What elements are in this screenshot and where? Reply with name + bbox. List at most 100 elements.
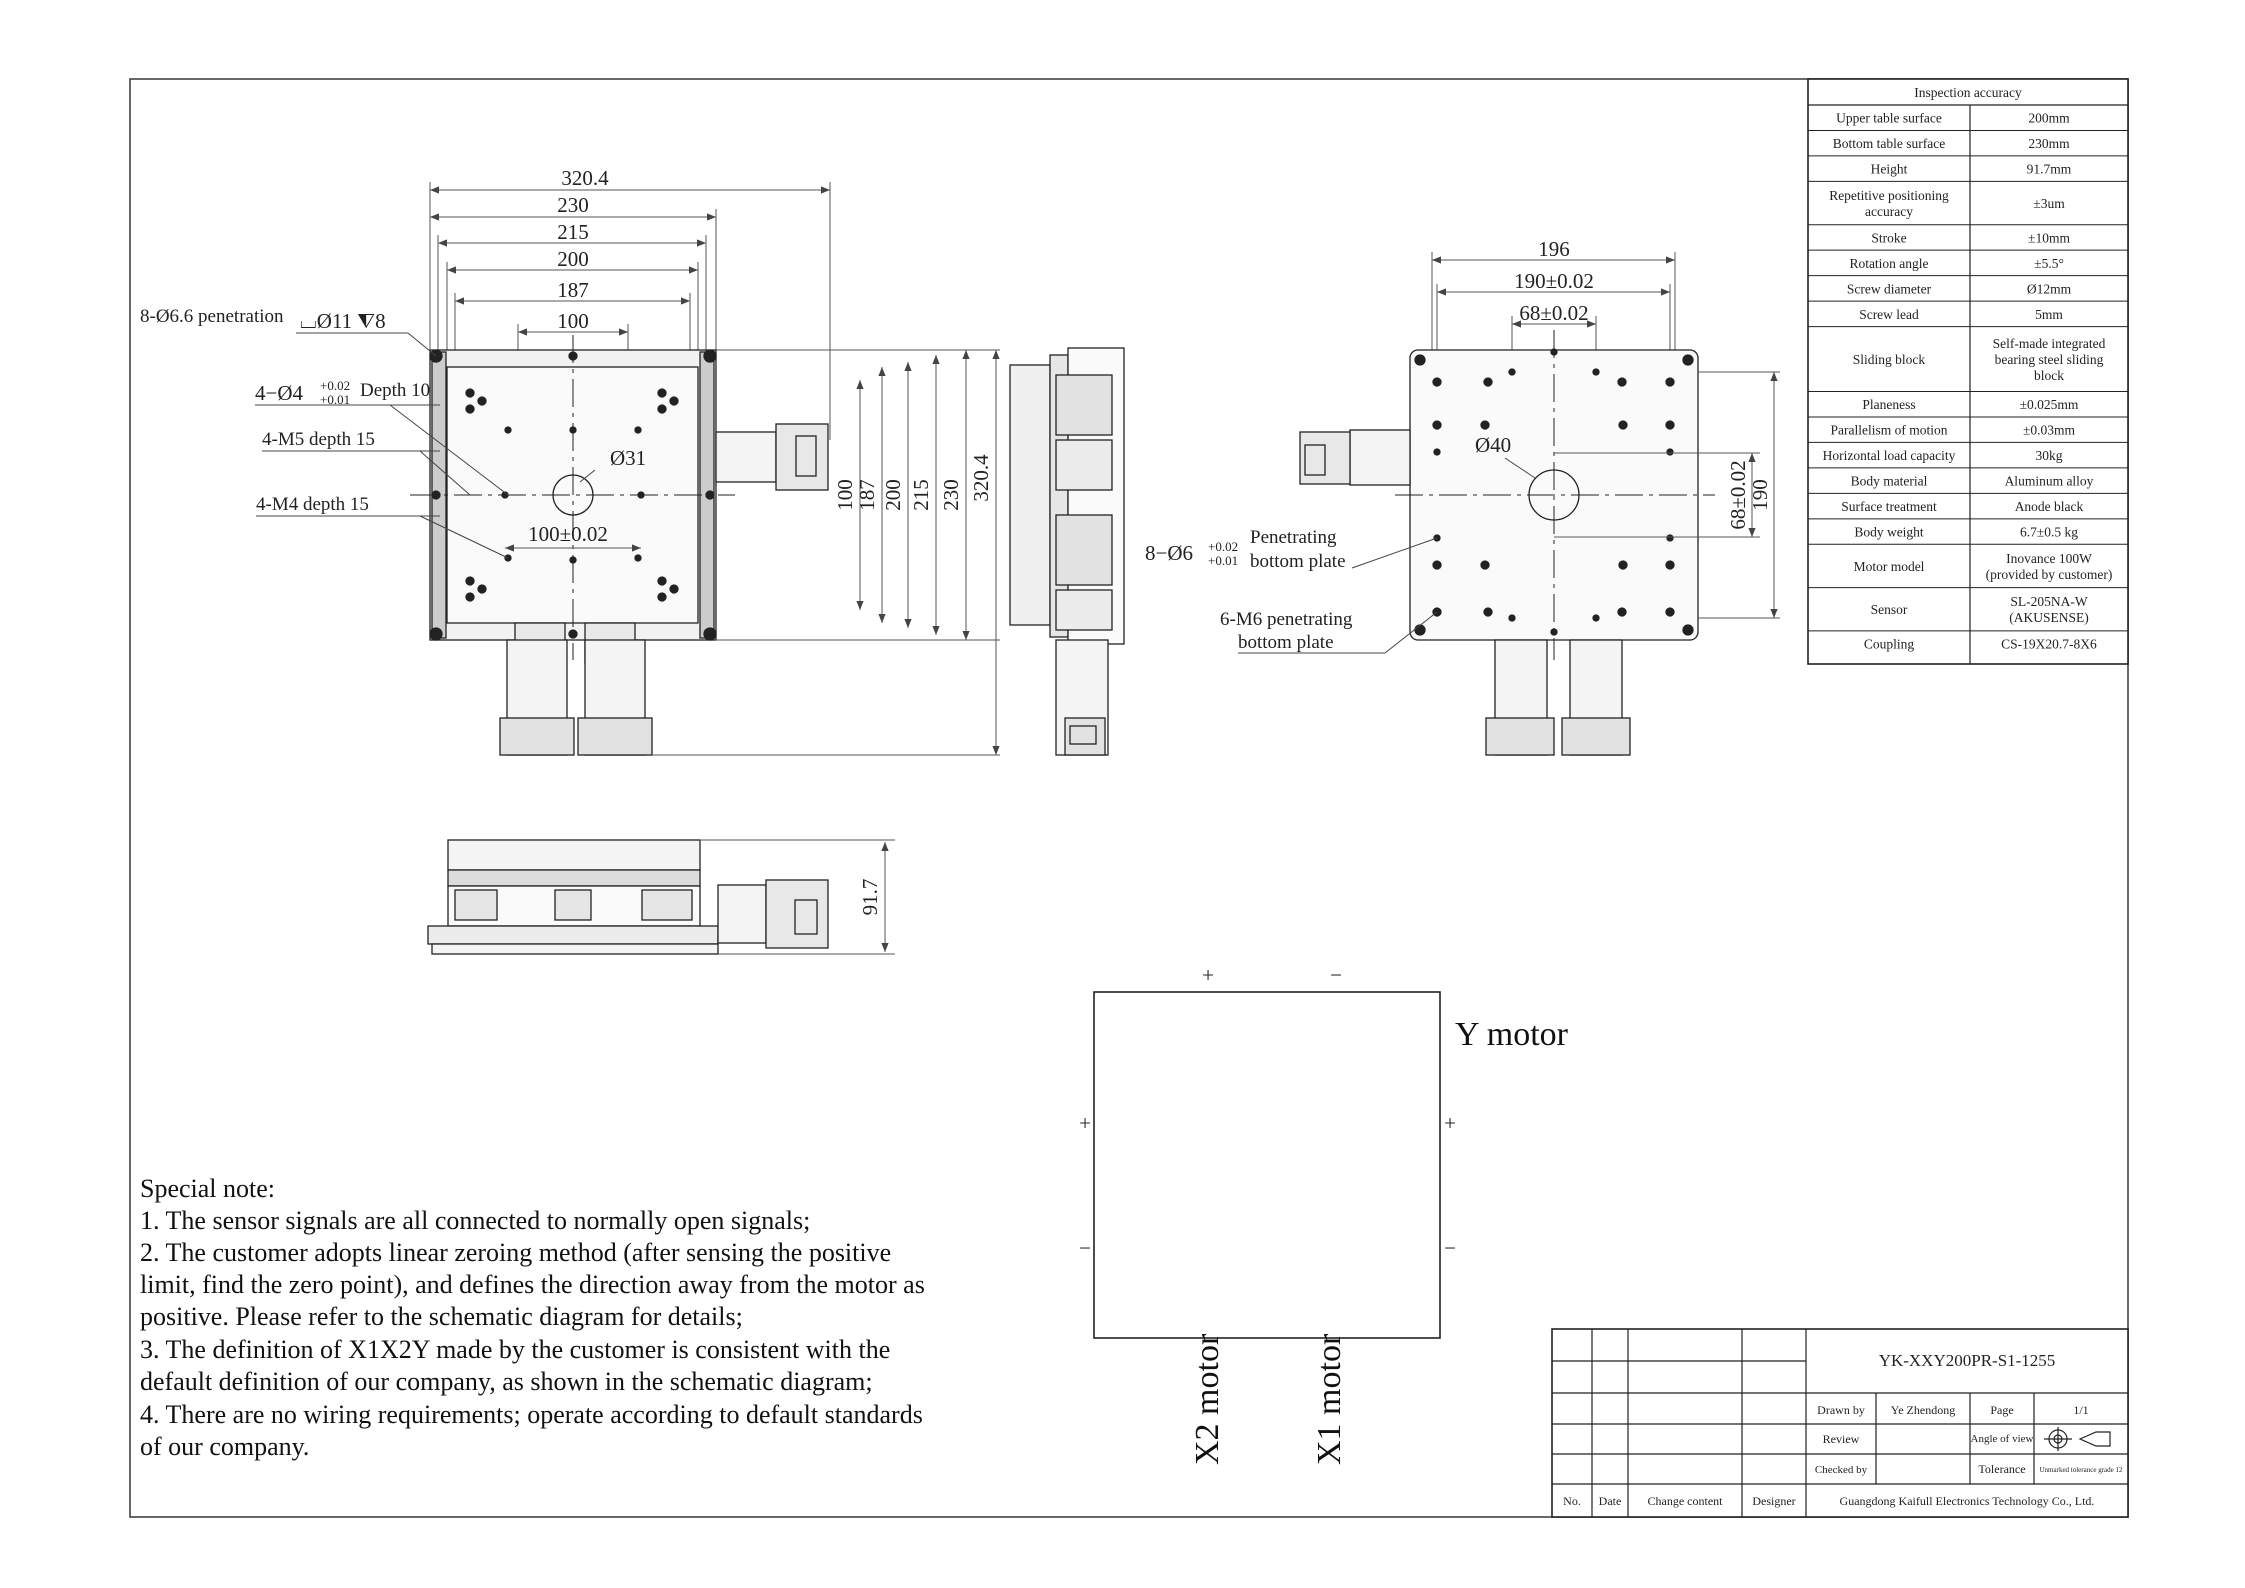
- inspection-key: Coupling: [1864, 637, 1915, 652]
- inspection-key: Motor model: [1854, 559, 1925, 574]
- part-number: YK-XXY200PR-S1-1255: [1879, 1351, 2056, 1370]
- company-name: Guangdong Kaifull Electronics Technology…: [1840, 1494, 2095, 1508]
- inspection-value: Self-made integrated: [1993, 336, 2106, 351]
- schematic-box: [1093, 991, 1441, 1339]
- top-view-vertical-dims: [652, 349, 1000, 756]
- schematic-top-plus: +: [1202, 963, 1214, 987]
- inspection-value: 5mm: [2035, 307, 2063, 322]
- label-100-tol: 100±0.02: [528, 522, 608, 546]
- label-tol-minus-2: +0.01: [1208, 553, 1238, 568]
- label-tol-plus: +0.02: [320, 378, 350, 393]
- inspection-value: ±0.025mm: [2020, 397, 2079, 412]
- inspection-value: CS-19X20.7-8X6: [2001, 637, 2097, 652]
- inspection-key: Sliding block: [1853, 352, 1926, 367]
- schematic-right-plus: +: [1444, 1111, 1456, 1135]
- inspection-key: accuracy: [1865, 204, 1913, 219]
- inspection-value: ±0.03mm: [2023, 423, 2076, 438]
- inspection-key: Surface treatment: [1841, 499, 1937, 514]
- dim-100: 100: [557, 309, 589, 333]
- inspection-value: ±5.5°: [2034, 256, 2064, 271]
- inspection-key: Planeness: [1862, 397, 1915, 412]
- front-view: [427, 839, 895, 955]
- vdim-187: 187: [855, 479, 879, 511]
- special-notes: Special note: 1. The sensor signals are …: [140, 1174, 925, 1461]
- col-date: Date: [1599, 1494, 1622, 1508]
- inspection-value: ±3um: [2033, 196, 2065, 211]
- inspection-title: Inspection accuracy: [1914, 85, 2022, 100]
- x1-motor-label: X1 motor: [1311, 1333, 1348, 1465]
- drawn-by-label: Drawn by: [1817, 1403, 1865, 1417]
- schematic-left-plus: +: [1079, 1111, 1091, 1135]
- col-no: No.: [1563, 1494, 1581, 1508]
- vdim-230: 230: [939, 479, 963, 511]
- inspection-value: Aluminum alloy: [2005, 474, 2094, 489]
- side-view: [1009, 347, 1125, 756]
- inspection-value: (AKUSENSE): [2009, 610, 2089, 625]
- page-label: Page: [1990, 1403, 2013, 1417]
- inspection-key: Screw diameter: [1847, 281, 1932, 296]
- dim-187: 187: [557, 278, 589, 302]
- vdim-215: 215: [909, 479, 933, 511]
- vdim-320-4: 320.4: [969, 454, 993, 502]
- label-m4-depth: 4-M4 depth 15: [256, 494, 369, 515]
- angle-of-view-label: Angle of view: [1971, 1433, 2034, 1445]
- schematic-right-minus: −: [1444, 1236, 1456, 1260]
- dim-215: 215: [557, 220, 589, 244]
- note-line-6: default definition of our company, as sh…: [140, 1367, 873, 1396]
- inspection-key: Repetitive positioning: [1829, 188, 1949, 203]
- label-m5-depth: 4-M5 depth 15: [262, 429, 375, 450]
- inspection-value: ±10mm: [2028, 230, 2070, 245]
- top-view-dims: 320.4 230 215 200 187 100: [557, 166, 609, 333]
- bottom-view: [1299, 252, 1780, 756]
- label-phi40: Ø40: [1475, 433, 1511, 457]
- inspection-value: block: [2034, 368, 2064, 383]
- x2-motor-label: X2 motor: [1189, 1333, 1226, 1465]
- inspection-value: Anode black: [2015, 499, 2084, 514]
- note-line-3: limit, find the zero point), and defines…: [140, 1270, 925, 1299]
- schematic-left-minus: −: [1079, 1236, 1091, 1260]
- inspection-key: Rotation angle: [1849, 256, 1928, 271]
- note-line-4: positive. Please refer to the schematic …: [140, 1302, 743, 1331]
- inspection-value: 91.7mm: [2027, 162, 2072, 177]
- label-4-phi4: 4−Ø4: [255, 381, 304, 405]
- dim-68-tol: 68±0.02: [1519, 301, 1588, 325]
- dim-190-tol: 190±0.02: [1514, 269, 1594, 293]
- y-motor-label: Y motor: [1455, 1016, 1569, 1053]
- label-counterbore: ⌴Ø11 ⧨8: [300, 309, 386, 333]
- label-6-m6: 6-M6 penetrating: [1220, 609, 1353, 630]
- label-8-phi6-6: 8-Ø6.6 penetration: [140, 306, 284, 327]
- inspection-value: 200mm: [2028, 111, 2070, 126]
- schematic-top-minus: −: [1330, 963, 1342, 987]
- label-8-phi6: 8−Ø6: [1145, 541, 1193, 565]
- top-view-callouts: 8-Ø6.6 penetration ⌴Ø11 ⧨8 4−Ø4 +0.02 +0…: [140, 306, 646, 559]
- note-line-5: 3. The definition of X1X2Y made by the c…: [140, 1335, 890, 1364]
- inspection-key: Body weight: [1854, 525, 1924, 540]
- inspection-value: bearing steel sliding: [1995, 352, 2104, 367]
- note-line-1: 1. The sensor signals are all connected …: [140, 1206, 810, 1235]
- dim-200: 200: [557, 247, 589, 271]
- label-tol-plus-2: +0.02: [1208, 539, 1238, 554]
- inspection-key: Body material: [1851, 474, 1928, 489]
- sheet-frame: [129, 78, 2129, 1518]
- inspection-value: SL-205NA-W: [2010, 594, 2087, 609]
- label-tol-minus: +0.01: [320, 392, 350, 407]
- label-depth-10: Depth 10: [360, 380, 430, 401]
- inspection-value: Inovance 100W: [2006, 551, 2092, 566]
- dim-230: 230: [557, 193, 589, 217]
- page-value: 1/1: [2073, 1403, 2088, 1417]
- top-view-vertical-dim-labels: 100 187 200 215 230 320.4: [833, 454, 993, 511]
- dim-196: 196: [1538, 237, 1570, 261]
- top-view: [410, 182, 831, 756]
- inspection-key: Stroke: [1871, 230, 1906, 245]
- inspection-key: Sensor: [1871, 602, 1908, 617]
- title-block-text: YK-XXY200PR-S1-1255 Drawn by Ye Zhendong…: [1563, 1351, 2123, 1508]
- inspection-key: Parallelism of motion: [1831, 423, 1948, 438]
- label-phi31: Ø31: [610, 446, 646, 470]
- inspection-value: (provided by customer): [1986, 567, 2113, 582]
- tolerance-label: Tolerance: [1978, 1462, 2025, 1476]
- inspection-value: 6.7±0.5 kg: [2020, 525, 2078, 540]
- inspection-value: 30kg: [2036, 448, 2063, 463]
- note-line-7: 4. There are no wiring requirements; ope…: [140, 1400, 923, 1429]
